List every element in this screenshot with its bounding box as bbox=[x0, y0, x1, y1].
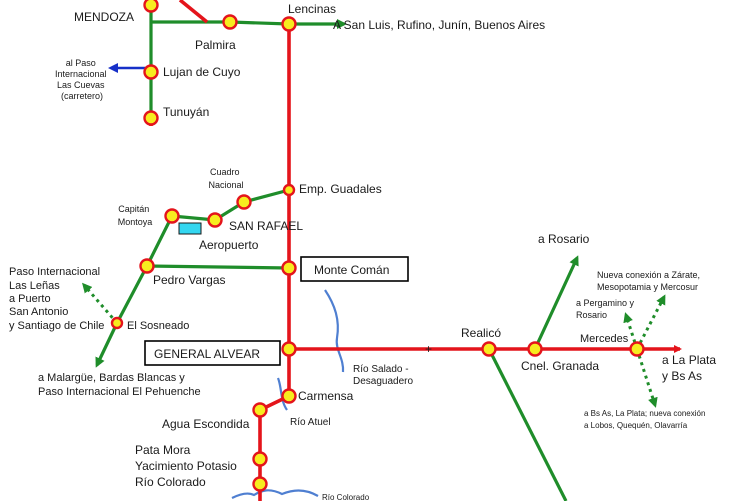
branch-lines bbox=[82, 8, 666, 501]
label-paso-cuevas: al Paso Internacional Las Cuevas (carret… bbox=[55, 58, 109, 101]
label-rio-colorado: Río Colorado bbox=[135, 475, 206, 489]
lobos-dotted-link bbox=[635, 348, 658, 408]
label-realico: Realicó bbox=[461, 326, 501, 340]
label-tunuyan: Tunuyán bbox=[163, 105, 209, 119]
label-rio-colorado-river: Río Colorado bbox=[322, 493, 370, 501]
rivers bbox=[231, 289, 345, 499]
label-aeropuerto: Aeropuerto bbox=[199, 238, 259, 252]
label-pedro-vargas: Pedro Vargas bbox=[153, 273, 226, 287]
mendoza-palmira-segment bbox=[178, 0, 209, 24]
station-cnel-granada bbox=[527, 341, 543, 357]
rio-colorado-river bbox=[231, 489, 319, 499]
station-carmensa bbox=[281, 388, 297, 404]
label-pata-mora: Pata Mora Yacimiento Potasio bbox=[135, 443, 237, 473]
san-rafael-branch bbox=[171, 188, 290, 222]
label-general-alvear: GENERAL ALVEAR bbox=[154, 347, 260, 361]
rio-atuel-river bbox=[276, 377, 288, 411]
pedro-vargas-branch bbox=[146, 264, 290, 270]
station-lencinas bbox=[281, 16, 297, 32]
station-monte-coman bbox=[281, 260, 297, 276]
label-san-rafael: SAN RAFAEL bbox=[229, 219, 303, 233]
label-rio-atuel: Río Atuel bbox=[290, 417, 331, 428]
station-pedro-vargas bbox=[139, 258, 155, 274]
station-agua-escondida bbox=[252, 402, 268, 418]
rio-salado-river bbox=[324, 289, 345, 373]
label-emp-guadales: Emp. Guadales bbox=[299, 182, 382, 196]
zarate-dotted-link bbox=[635, 294, 666, 350]
labels: MENDOZA Palmira Lencinas A San Luis, Ruf… bbox=[9, 2, 719, 501]
station-palmira bbox=[222, 14, 238, 30]
label-mendoza: MENDOZA bbox=[74, 10, 134, 24]
station-mendoza bbox=[143, 0, 159, 13]
station-mercedes bbox=[629, 341, 645, 357]
label-cnel-granada: Cnel. Granada bbox=[521, 359, 599, 373]
label-a-rosario: a Rosario bbox=[538, 232, 590, 246]
pergamino-dotted-link bbox=[623, 312, 639, 350]
label-lencinas: Lencinas bbox=[288, 2, 336, 16]
label-carmensa: Carmensa bbox=[298, 389, 354, 403]
label-a-malargue: a Malargüe, Bardas Blancas y Paso Intern… bbox=[38, 372, 201, 398]
label-capitan-montoya: Capitán Montoya bbox=[118, 204, 153, 227]
station-emp-guadales bbox=[282, 183, 296, 197]
station-lujan bbox=[143, 64, 159, 80]
station-pata-mora bbox=[252, 451, 268, 467]
cursor-mark: + bbox=[425, 342, 432, 356]
label-a-la-plata: a La Plata y Bs As bbox=[662, 353, 719, 383]
realico-south-branch bbox=[487, 348, 568, 501]
malargue-branch bbox=[95, 215, 174, 368]
label-rio-salado: Río Salado - Desaguadero bbox=[353, 364, 413, 387]
station-el-sosneado bbox=[110, 316, 124, 330]
station-san-rafael bbox=[207, 212, 223, 228]
station-rio-colorado bbox=[252, 476, 268, 492]
label-paso-lenas: Paso Internacional Las Leñas a Puerto Sa… bbox=[9, 266, 104, 332]
label-a-pergamino: a Pergamino y Rosario bbox=[576, 298, 637, 320]
mendoza-lencinas-branch bbox=[151, 20, 290, 26]
lenas-dotted-link bbox=[82, 282, 119, 324]
label-agua-escondida: Agua Escondida bbox=[162, 417, 250, 431]
label-nueva-conexion: Nueva conexión a Zárate, Mesopotamia y M… bbox=[597, 270, 703, 292]
station-realico bbox=[481, 341, 497, 357]
label-palmira: Palmira bbox=[195, 38, 236, 52]
label-mercedes: Mercedes bbox=[580, 333, 629, 345]
airport-icon bbox=[178, 222, 202, 235]
label-a-bs-as-lobos: a Bs As, La Plata; nueva conexión a Lobo… bbox=[584, 409, 708, 430]
stations bbox=[110, 0, 645, 492]
label-cuadro-nacional: Cuadro Nacional bbox=[208, 167, 243, 190]
to-rosario-line bbox=[533, 255, 579, 350]
label-el-sosneado: El Sosneado bbox=[127, 320, 189, 332]
station-cuadro-nacional bbox=[236, 194, 252, 210]
label-lujan: Lujan de Cuyo bbox=[163, 65, 241, 79]
station-tunuyan bbox=[143, 110, 159, 126]
station-general-alvear bbox=[281, 341, 297, 357]
general-alvear-box bbox=[144, 340, 281, 366]
label-to-san-luis: A San Luis, Rufino, Junín, Buenos Aires bbox=[333, 18, 545, 32]
station-capitan-montoya bbox=[164, 208, 180, 224]
monte-coman-box bbox=[300, 256, 409, 282]
label-monte-coman: Monte Comán bbox=[314, 263, 389, 277]
